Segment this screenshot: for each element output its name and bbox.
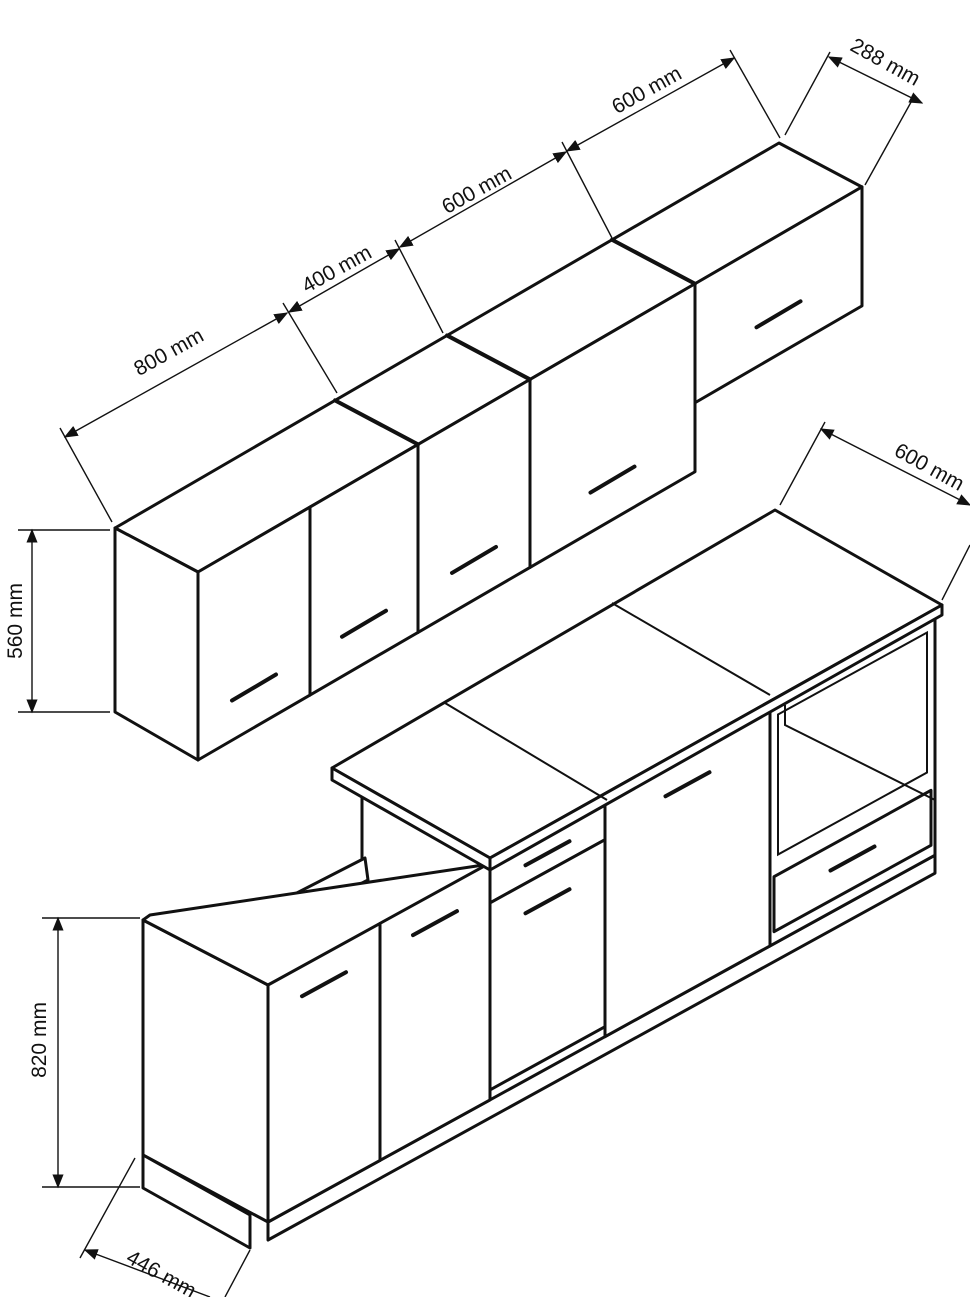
dim-upper-height: 560 mm: [4, 583, 27, 659]
upper-door: [693, 185, 864, 405]
base-fronts: [266, 616, 937, 1242]
counter-seam-2: [611, 602, 771, 696]
base-door: [378, 861, 492, 1162]
dim-upper-800: 800 mm: [130, 324, 207, 381]
upper-joint: [333, 398, 420, 447]
dim-upper-depth: 288 mm: [846, 34, 923, 91]
oven-drawer: [772, 788, 933, 934]
handle-icon: [754, 299, 803, 330]
oven-niche: [777, 630, 928, 857]
handle-icon: [230, 672, 278, 703]
handle-icon: [523, 887, 572, 916]
handle-icon: [523, 839, 572, 868]
handle-icon: [411, 909, 459, 938]
upper-joint: [445, 333, 532, 382]
dimension-lines: [18, 49, 970, 1297]
upper-joint: [610, 237, 697, 286]
base-cabinets: [141, 508, 944, 1250]
handle-icon: [828, 844, 877, 873]
dim-base-height: 820 mm: [28, 1002, 51, 1078]
handle-icon: [300, 970, 348, 999]
upper-cabinets: [113, 141, 864, 762]
dim-base-depth: 446 mm: [122, 1246, 199, 1297]
dim-upper-600-a: 600 mm: [438, 162, 515, 219]
handle-icon: [450, 544, 498, 575]
upper-door: [528, 282, 697, 569]
dim-counter-depth: 600 mm: [890, 439, 967, 496]
handle-icon: [340, 608, 388, 639]
oven-niche-floor: [784, 705, 936, 801]
dim-upper-600-b: 600 mm: [608, 62, 685, 119]
handle-icon: [588, 464, 637, 495]
counter-seam-1: [444, 702, 608, 801]
countertop-edge-front: [488, 603, 944, 872]
handle-icon: [663, 770, 712, 799]
sink-plinth-side: [141, 1153, 252, 1250]
